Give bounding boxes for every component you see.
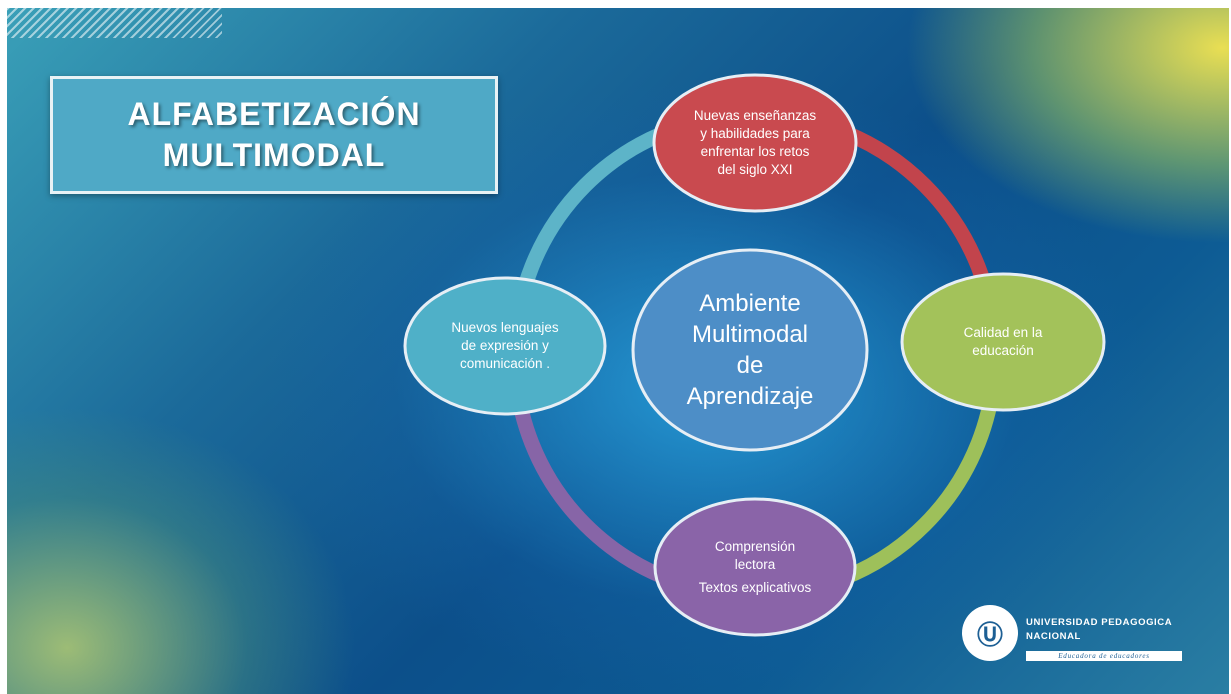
title-line-2: MULTIMODAL <box>162 137 386 173</box>
node-bottom-label: Comprensión lectora Textos explicativos <box>670 532 840 602</box>
node-left-line-2: de expresión y <box>461 338 549 353</box>
node-top-line-3: enfrentar los retos <box>700 144 810 159</box>
node-left-label: Nuevos lenguajes de expresión y comunica… <box>420 316 590 376</box>
node-right-line-1: Calidad en la <box>963 325 1043 340</box>
node-bottom-line-3: Textos explicativos <box>698 579 812 595</box>
node-left-line-1: Nuevos lenguajes <box>451 320 559 335</box>
center-circle <box>631 248 869 452</box>
node-left-line-3: comunicación . <box>459 356 551 371</box>
center-line-4: Aprendizaje <box>686 383 814 410</box>
node-right-label: Calidad en la educación <box>920 320 1086 364</box>
node-right-ellipse <box>900 272 1106 412</box>
node-left-ellipse <box>403 276 607 416</box>
logo-emblem-glyph: Ⓤ <box>976 620 1003 650</box>
node-top-line-1: Nuevas enseñanzas <box>693 108 817 123</box>
university-logo: Ⓤ UNIVERSIDAD PEDAGOGICA NACIONAL Educad… <box>962 605 1202 665</box>
node-bottom-line-2: lectora <box>734 556 776 572</box>
node-top-ellipse <box>652 73 858 213</box>
center-line-3: de <box>736 352 764 379</box>
center-line-1: Ambiente <box>699 290 801 317</box>
logo-line-1: UNIVERSIDAD PEDAGOGICA <box>1026 617 1173 628</box>
decorative-hatch <box>7 8 222 38</box>
logo-emblem-icon: Ⓤ <box>962 605 1018 661</box>
title-box: ALFABETIZACIÓN MULTIMODAL <box>50 76 498 194</box>
node-bottom-line-1: Comprensión <box>714 538 796 554</box>
node-right-line-2: educación <box>972 343 1034 358</box>
node-top-line-4: del siglo XXI <box>717 162 793 177</box>
node-top-line-2: y habilidades para <box>700 126 810 141</box>
title-line-1: ALFABETIZACIÓN <box>127 96 421 132</box>
node-bottom-ellipse <box>653 497 857 637</box>
logo-line-2: NACIONAL <box>1026 631 1081 642</box>
center-label: Ambiente Multimodal de Aprendizaje <box>650 270 850 430</box>
logo-tagline: Educadora de educadores <box>1026 651 1182 661</box>
node-top-label: Nuevas enseñanzas y habilidades para enf… <box>665 95 845 191</box>
center-line-2: Multimodal <box>691 321 809 348</box>
